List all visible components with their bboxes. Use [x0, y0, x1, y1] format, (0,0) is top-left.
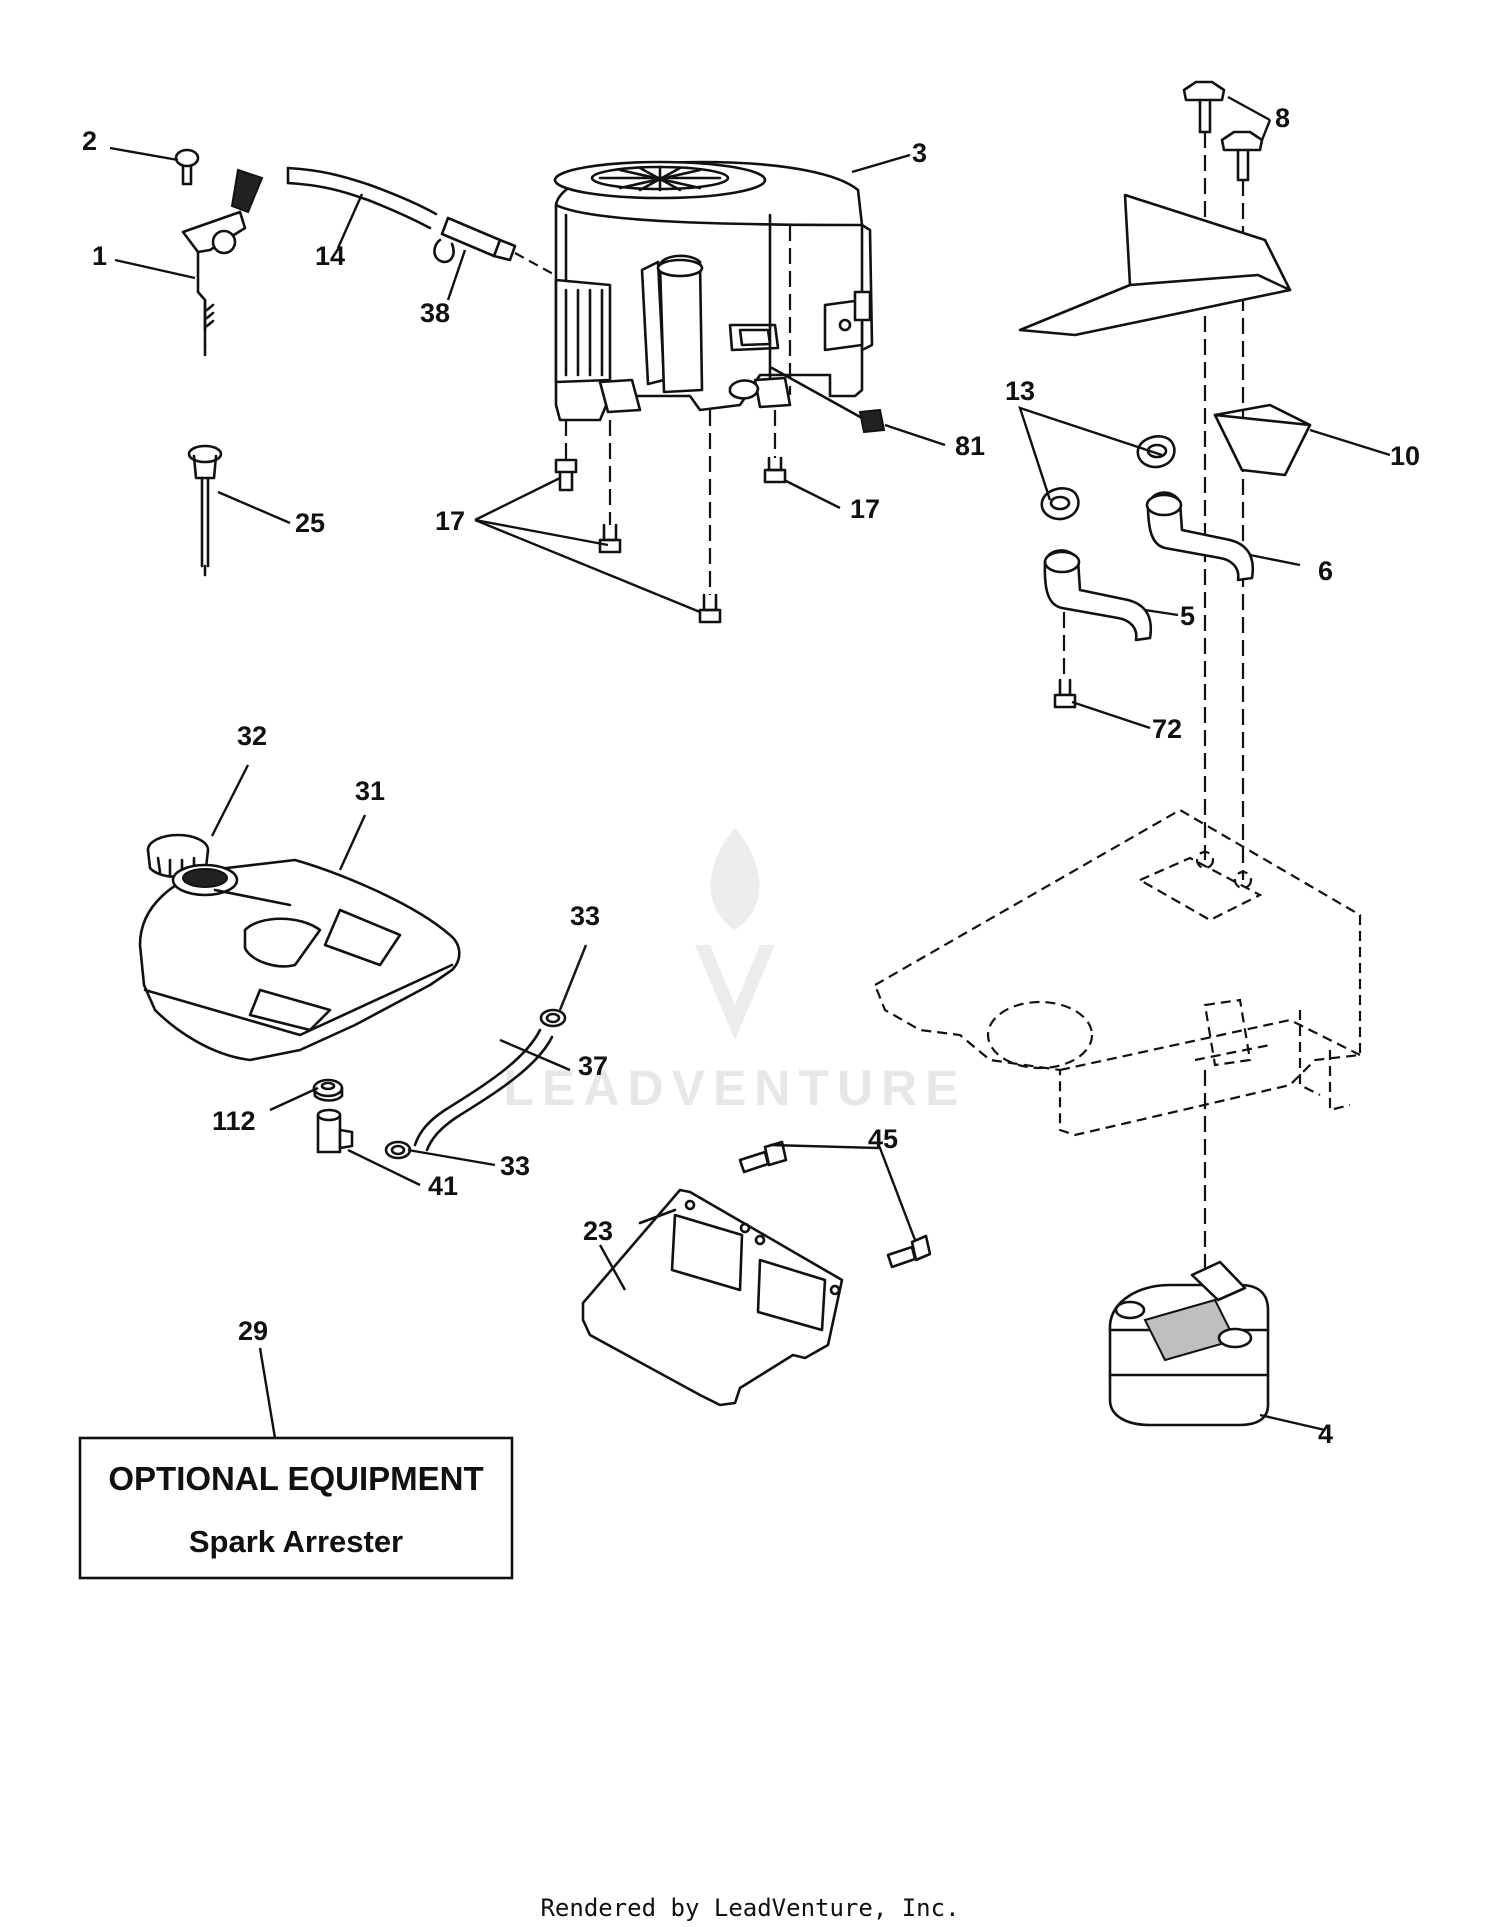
callout-32: 32	[237, 721, 267, 751]
exhaust-pipe-part-5	[1043, 549, 1153, 642]
callout-5: 5	[1180, 601, 1195, 631]
callout-72: 72	[1152, 714, 1182, 744]
fuel-line-part-14	[286, 166, 438, 230]
callout-2: 2	[82, 126, 97, 156]
bolt-part-45-b	[886, 1234, 932, 1269]
callout-10: 10	[1390, 441, 1420, 471]
callout-17-left: 17	[435, 506, 465, 536]
frame-dashed	[873, 808, 1362, 1270]
callout-45: 45	[868, 1124, 898, 1154]
callout-38: 38	[420, 298, 450, 328]
watermark-text: LEADVENTURE	[503, 1060, 966, 1116]
leadventure-watermark: LEADVENTURE	[503, 828, 966, 1116]
callout-81: 81	[955, 431, 985, 461]
callout-6: 6	[1318, 556, 1333, 586]
plate-part-23	[581, 1188, 844, 1407]
bolt-part-8-a	[1182, 80, 1226, 860]
optional-equipment-subtitle: Spark Arrester	[189, 1524, 403, 1559]
callout-25: 25	[295, 508, 325, 538]
callout-112: 112	[212, 1106, 256, 1136]
callout-17-right: 17	[850, 494, 880, 524]
bolt-part-72	[1053, 612, 1077, 709]
optional-equipment-box: OPTIONAL EQUIPMENT Spark Arrester	[78, 1436, 514, 1580]
bushing-part-112	[312, 1078, 344, 1102]
callout-1: 1	[92, 241, 107, 271]
engine-bolt-part-17-b	[598, 420, 622, 554]
callout-41: 41	[428, 1171, 458, 1201]
exhaust-pipe-part-6	[1145, 491, 1255, 582]
optional-equipment-title: OPTIONAL EQUIPMENT	[108, 1460, 483, 1497]
gasket-part-13-a	[1136, 435, 1176, 469]
callout-23: 23	[583, 1216, 613, 1246]
callout-3: 3	[912, 138, 927, 168]
clamp-part-33-bottom	[384, 1140, 412, 1160]
callout-4: 4	[1318, 1419, 1333, 1449]
leader-lines	[109, 95, 1391, 1439]
callout-13: 13	[1005, 376, 1035, 406]
callout-8: 8	[1275, 103, 1290, 133]
fitting-part-41	[316, 1108, 354, 1154]
fuel-filter-part-38	[433, 216, 556, 276]
rendered-by-footer: Rendered by LeadVenture, Inc.	[540, 1894, 959, 1922]
plug-part-81	[770, 366, 886, 434]
throttle-control-part-1	[181, 168, 264, 357]
callout-numbers: 2 1 14 38 3 8 10 13 6 5 72 81 17 17 25 3…	[82, 103, 1420, 1449]
clamp-part-33-top	[539, 1008, 567, 1028]
heat-shield-part-10	[1018, 193, 1312, 477]
fuel-tank-part-31	[138, 858, 461, 1062]
engine-bolt-part-17-c	[698, 410, 722, 624]
callout-14: 14	[315, 241, 345, 271]
engine-bolt-part-17-a	[554, 420, 578, 492]
callout-33-top: 33	[570, 901, 600, 931]
screw-part-2	[174, 148, 200, 186]
bolt-part-45-a	[738, 1140, 788, 1174]
engine-bolt-part-17-d	[763, 410, 787, 484]
callout-37: 37	[578, 1051, 608, 1081]
callout-29: 29	[238, 1316, 268, 1346]
muffler-part-4	[1108, 1260, 1270, 1427]
choke-part-25	[187, 444, 223, 577]
callout-31: 31	[355, 776, 385, 806]
callout-33-bottom: 33	[500, 1151, 530, 1181]
gasket-part-13-b	[1040, 487, 1080, 521]
engine-part-3	[553, 160, 874, 422]
